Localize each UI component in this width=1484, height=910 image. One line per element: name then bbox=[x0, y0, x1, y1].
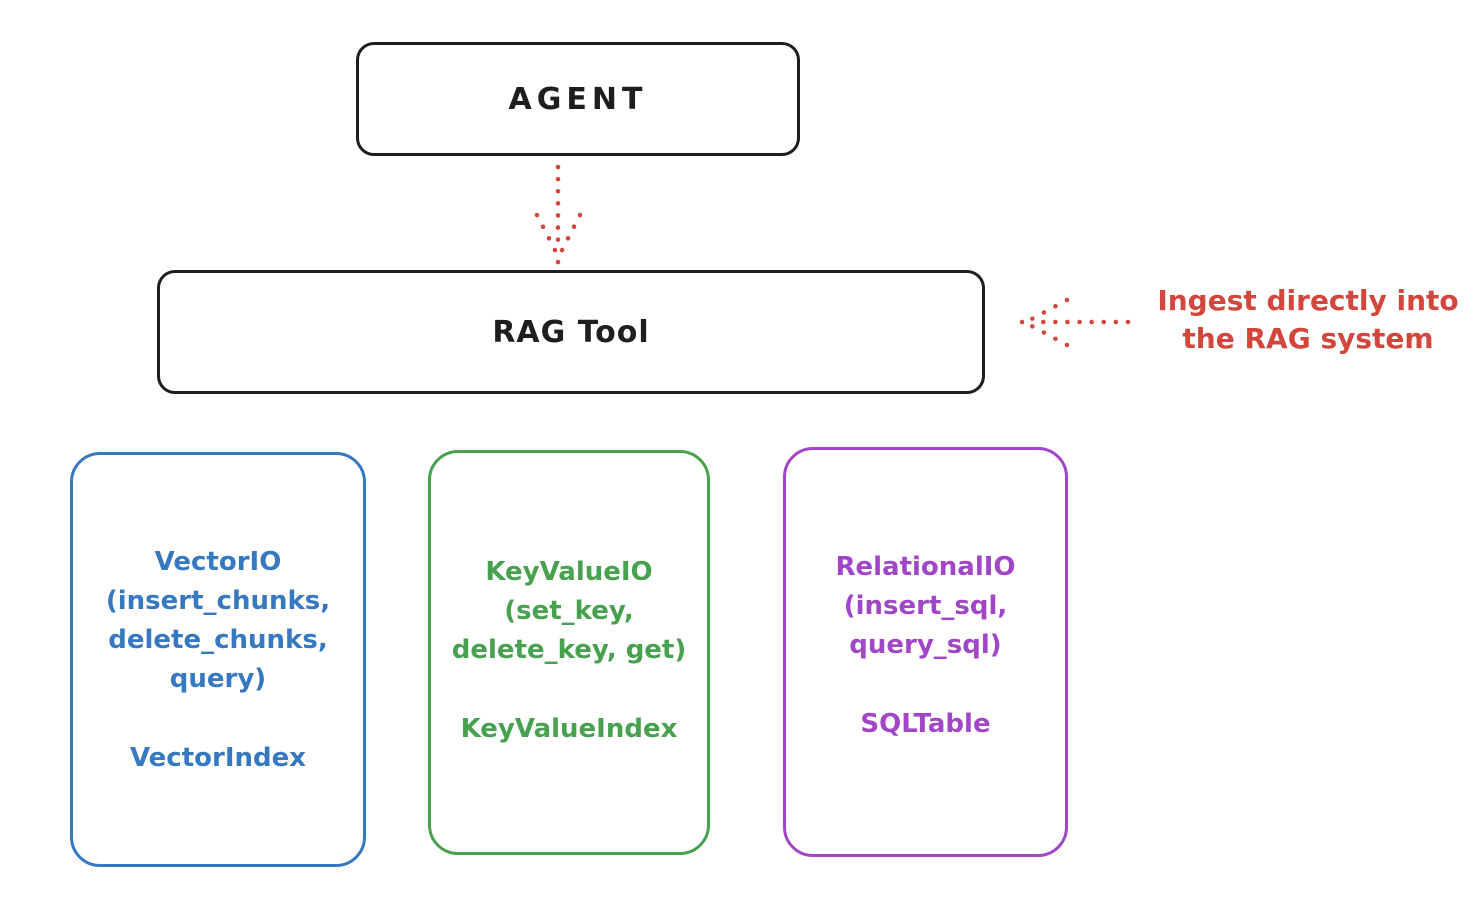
rag-tool-node: RAG Tool bbox=[157, 270, 985, 394]
key-value-io-node: KeyValueIO (set_key, delete_key, get) Ke… bbox=[428, 450, 710, 855]
vector-io-node: VectorIO (insert_chunks, delete_chunks, … bbox=[70, 452, 366, 867]
key-value-io-index-label: KeyValueIndex bbox=[460, 714, 678, 744]
ingest-annotation-dotted-arrow-icon bbox=[1019, 297, 1131, 348]
ingest-annotation-text: Ingest directly into the RAG system bbox=[1157, 284, 1459, 355]
rag-tool-node-label: RAG Tool bbox=[492, 314, 650, 350]
vector-io-node-body: VectorIO (insert_chunks, delete_chunks, … bbox=[105, 547, 331, 694]
agent-node-label: AGENT bbox=[508, 81, 648, 117]
vector-io-index-label: VectorIndex bbox=[129, 743, 307, 773]
relational-io-index-label: SQLTable bbox=[860, 709, 991, 739]
agent-to-rag-dotted-arrow-icon bbox=[534, 164, 583, 265]
agent-node: AGENT bbox=[356, 42, 800, 156]
key-value-io-node-body: KeyValueIO (set_key, delete_key, get) bbox=[451, 557, 687, 665]
relational-io-node: RelationalIO (insert_sql, query_sql) SQL… bbox=[783, 447, 1068, 857]
relational-io-node-body: RelationalIO (insert_sql, query_sql) bbox=[835, 552, 1016, 660]
